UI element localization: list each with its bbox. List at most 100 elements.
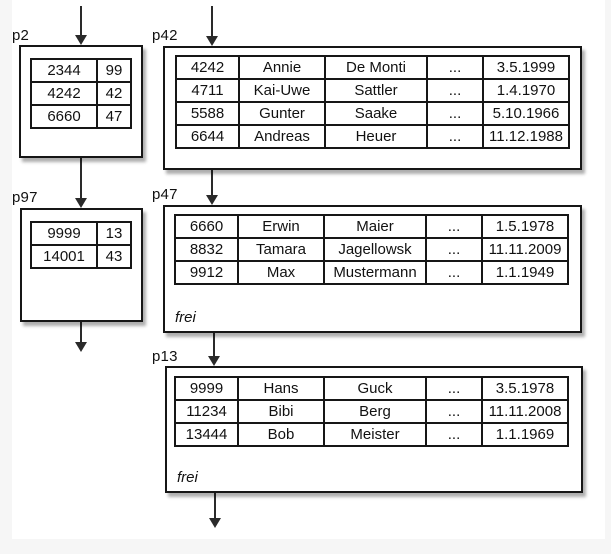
arrow-p42-to-p47 — [206, 170, 218, 205]
page-label-p42: p42 — [152, 27, 178, 44]
table-cell: Bob — [237, 422, 325, 447]
table-cell: ... — [425, 422, 483, 447]
table-cell: 11.11.2008 — [481, 399, 569, 424]
arrow-out-of-p13 — [209, 493, 221, 528]
table-cell: Jagellowsk — [323, 237, 427, 262]
table-cell: Hans — [237, 376, 325, 401]
table-cell: 8832 — [174, 237, 239, 262]
arrow-into-p2 — [75, 6, 87, 45]
table-cell: 9999 — [30, 221, 98, 246]
table-cell: 2344 — [30, 58, 98, 83]
table-cell: 11.12.1988 — [482, 124, 570, 149]
table-cell: ... — [425, 237, 483, 262]
table-cell: 47 — [96, 104, 132, 129]
page-label-p47: p47 — [152, 186, 178, 203]
table-cell: Mustermann — [323, 260, 427, 285]
table-cell: 4242 — [175, 55, 240, 80]
table-cell: 1.4.1970 — [482, 78, 570, 103]
arrow-p47-to-p13 — [208, 333, 220, 366]
table-cell: Heuer — [324, 124, 428, 149]
table-cell: ... — [425, 399, 483, 424]
table-cell: Saake — [324, 101, 428, 126]
table-cell: De Monti — [324, 55, 428, 80]
table-cell: ... — [426, 101, 484, 126]
table-cell: 6644 — [175, 124, 240, 149]
table-cell: 9912 — [174, 260, 239, 285]
table-cell: 1.5.1978 — [481, 214, 569, 239]
table-cell: 6660 — [174, 214, 239, 239]
arrow-shaft — [80, 158, 82, 198]
table-cell: 11.11.2009 — [481, 237, 569, 262]
arrow-shaft — [214, 493, 216, 518]
table-cell: 3.5.1978 — [481, 376, 569, 401]
arrow-head — [206, 36, 218, 46]
arrow-shaft — [213, 333, 215, 356]
table-cell: Erwin — [237, 214, 325, 239]
table-cell: 13 — [96, 221, 132, 246]
table-cell: 4711 — [175, 78, 240, 103]
table-cell: ... — [426, 124, 484, 149]
table-cell: 99 — [96, 58, 132, 83]
arrow-p2-to-p97 — [75, 158, 87, 208]
table-cell: ... — [426, 55, 484, 80]
page-label-p2: p2 — [12, 27, 30, 44]
table-cell: ... — [425, 260, 483, 285]
arrow-head — [75, 198, 87, 208]
table-cell: Tamara — [237, 237, 325, 262]
table-cell: ... — [426, 78, 484, 103]
table-cell: Max — [237, 260, 325, 285]
table-cell: Guck — [323, 376, 427, 401]
arrow-head — [75, 342, 87, 352]
table-cell: Gunter — [238, 101, 326, 126]
table-cell: ... — [425, 376, 483, 401]
free-space-label: frei — [175, 309, 196, 326]
table-cell: 13444 — [174, 422, 239, 447]
table-cell: 5588 — [175, 101, 240, 126]
table-cell: Sattler — [324, 78, 428, 103]
arrow-shaft — [211, 170, 213, 195]
table-cell: 43 — [96, 244, 132, 269]
arrow-shaft — [80, 322, 82, 342]
page-label-p97: p97 — [12, 189, 38, 206]
arrow-head — [209, 518, 221, 528]
arrow-out-of-p97 — [75, 322, 87, 352]
arrow-shaft — [80, 6, 82, 35]
table-cell: 9999 — [174, 376, 239, 401]
table-cell: ... — [425, 214, 483, 239]
free-space-label: frei — [177, 469, 198, 486]
arrow-into-p42 — [206, 6, 218, 46]
table-cell: 1.1.1949 — [481, 260, 569, 285]
table-cell: Bibi — [237, 399, 325, 424]
table-cell: 5.10.1966 — [482, 101, 570, 126]
page-label-p13: p13 — [152, 348, 178, 365]
table-cell: 14001 — [30, 244, 98, 269]
